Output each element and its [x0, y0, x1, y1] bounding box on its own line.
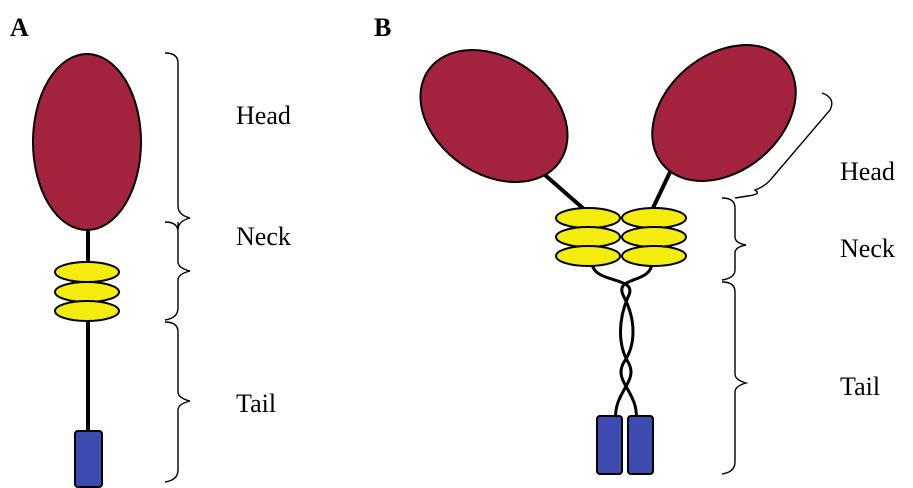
- panel-b-left-neck-segment-1: [556, 208, 620, 228]
- panel-b: B Head Neck Tail: [374, 13, 895, 474]
- panel-b-right-tail-domain: [628, 416, 653, 474]
- panel-b-right-stalk: [652, 168, 672, 210]
- panel-a-head-domain: [33, 54, 141, 230]
- panel-b-left-head-domain: [395, 23, 593, 210]
- panel-a-tail-bracket: [165, 322, 190, 482]
- panel-a-head-bracket: [165, 53, 190, 230]
- panel-b-coiled-coil-strand-1: [592, 262, 631, 422]
- panel-a-tail-label: Tail: [236, 389, 276, 418]
- panel-b-head-label: Head: [840, 157, 895, 186]
- panel-b-neck-bracket: [722, 198, 746, 280]
- panel-b-left-neck-segment-3: [556, 246, 620, 266]
- panel-b-right-head-domain: [625, 17, 822, 209]
- panel-b-left-tail-domain: [597, 416, 622, 474]
- panel-a-neck-label: Neck: [236, 222, 291, 251]
- panel-b-left-neck-segment-2: [556, 227, 620, 247]
- panel-a-head-label: Head: [236, 101, 291, 130]
- panel-b-neck-label: Neck: [840, 234, 895, 263]
- panel-b-left-stalk: [545, 175, 585, 210]
- panel-a-neck-segment-2: [55, 282, 119, 302]
- panel-b-coiled-coil-strand-2: [621, 262, 652, 422]
- panel-a-tail-domain: [75, 431, 102, 487]
- panel-a-neck-segment-3: [55, 301, 119, 321]
- panel-b-tail-bracket: [722, 282, 746, 474]
- panel-a-neck-bracket: [165, 222, 190, 320]
- panel-a-letter: A: [10, 13, 29, 42]
- panel-b-tail-label: Tail: [840, 372, 880, 401]
- panel-b-letter: B: [374, 13, 391, 42]
- panel-b-right-neck-segment-1: [622, 208, 686, 228]
- panel-b-right-neck-segment-2: [622, 227, 686, 247]
- panel-b-right-neck-segment-3: [622, 246, 686, 266]
- panel-a-neck-segment-1: [55, 262, 119, 282]
- panel-a: A Head Neck Tail: [10, 13, 291, 487]
